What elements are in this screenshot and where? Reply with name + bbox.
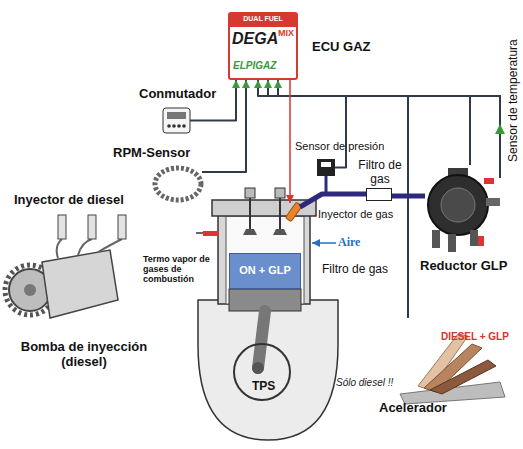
reducer-inlet (486, 198, 500, 206)
probe-wire (196, 232, 203, 234)
brand-text: ELPIGAZ (233, 60, 295, 72)
valve-spring (245, 188, 255, 198)
diesel-pipe (98, 239, 122, 252)
gas-filter: Filtro de gas (366, 188, 392, 201)
reducer-valve (478, 236, 484, 246)
component-label: Acelerador (379, 401, 469, 416)
gas-pipe (300, 194, 366, 207)
switch-led (167, 124, 171, 128)
rpm-ring (155, 168, 201, 200)
component-label: Reductor GLP (420, 259, 520, 274)
brand-text: DUAL FUEL (230, 15, 296, 23)
switch-led (182, 124, 186, 128)
diesel-injector (118, 215, 126, 239)
chamber-label: ON + GLP (230, 264, 300, 277)
component-label: ECU GAZ (312, 40, 392, 55)
crankcase (198, 300, 338, 440)
sensor-window (321, 162, 331, 167)
component-label: RPM-Sensor (113, 146, 208, 161)
switch-icon (163, 108, 190, 133)
switch-unit: Conmutador (163, 108, 190, 133)
switch-led (177, 124, 181, 128)
diesel-pipe (78, 239, 92, 255)
switch-case (163, 108, 190, 133)
crank-pin (252, 362, 264, 374)
air-arrow (312, 242, 336, 244)
switch-led (172, 124, 176, 128)
component-label: Conmutador (139, 87, 234, 102)
reducer-valve (484, 178, 494, 184)
valve-head (243, 229, 257, 235)
sensor-wire (470, 96, 500, 178)
reducer-cover (441, 188, 475, 222)
control-wire (289, 80, 291, 203)
valve-spring (275, 188, 285, 198)
part-label: Filtro de gas (322, 263, 412, 277)
engine (196, 188, 338, 440)
diesel-pump (5, 215, 126, 318)
diesel-injector (58, 215, 66, 239)
sensor-label: Sensor de temperatura (507, 12, 521, 162)
component-label: Inyector de gas (318, 208, 408, 221)
brand-logo: MIX (278, 28, 298, 38)
switch-display (167, 112, 186, 119)
combustion-chamber: ON + GLP (229, 253, 301, 289)
part-label: Termo vapor de gases de combustión (143, 255, 221, 285)
brand-logo: DEGA (232, 30, 282, 48)
signal-arrow (495, 124, 505, 134)
accelerator: Acelerador (400, 318, 500, 400)
gas-pipe (392, 194, 425, 199)
lpg-reducer: Reductor GLP (425, 165, 507, 250)
valve-head (273, 229, 287, 235)
reducer-body (428, 175, 488, 235)
part-label: Inyector de diesel (14, 193, 144, 208)
reducer-outlet (432, 230, 440, 248)
pressure-sensor: Sensor de presión (317, 159, 335, 176)
pedal-position (430, 360, 496, 394)
part-label: TPS (252, 380, 292, 394)
mode-note: DIESEL + GLP (441, 331, 521, 343)
flow-label: Aire (338, 236, 378, 250)
connector-group (190, 80, 470, 318)
part-label: Bomba de inyección (diesel) (14, 340, 154, 370)
lpg-reducer (428, 168, 500, 252)
connecting-rod (258, 311, 265, 368)
signal-wire (268, 80, 470, 165)
exhaust-temp-probe (203, 231, 219, 236)
pressure-sensor (317, 159, 335, 176)
component-label: Filtro de gas (357, 159, 403, 187)
pump-hub (24, 284, 36, 296)
gas-injector: Inyector de gas (286, 203, 300, 221)
accelerator-pedal (400, 334, 505, 404)
ecu-box: ECU GAZDUAL FUELDEGAMIXELPIGAZ (228, 12, 298, 80)
mode-note: Sólo diesel !! (336, 377, 416, 389)
rpm-sensor: RPM-Sensor (154, 166, 202, 202)
component-label: Sensor de presión (295, 140, 405, 153)
pump-body (42, 250, 118, 318)
diesel-pipe (57, 239, 62, 258)
reducer-outlet (470, 230, 478, 246)
sensor-stub (325, 176, 328, 194)
diesel-injector (88, 215, 96, 239)
reducer-outlet (448, 234, 456, 252)
signal-wire (258, 80, 346, 168)
